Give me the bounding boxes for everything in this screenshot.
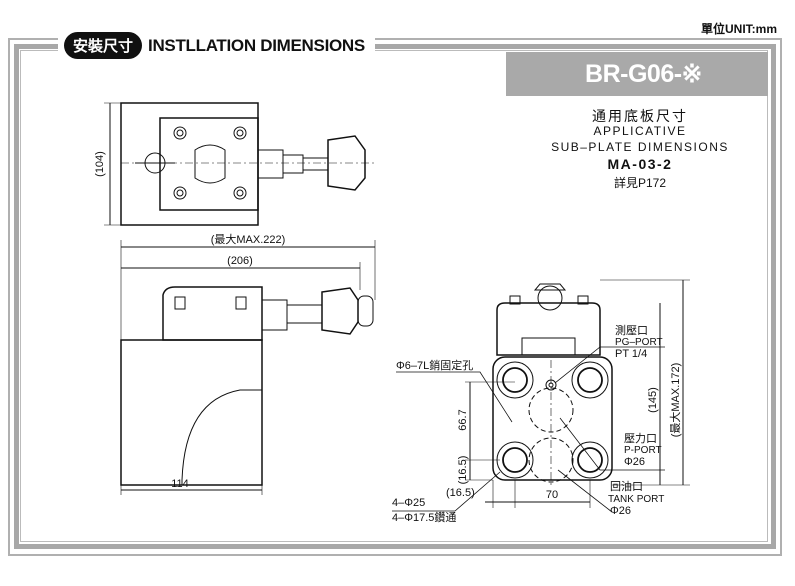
dim-hole-pitch-v: 66.7 [457,409,469,430]
dim-edge-h: (16.5) [446,487,475,499]
dim-length: (206) [227,255,253,267]
frame-inner [14,44,776,549]
subplate-model: MA-03-2 [607,156,673,172]
unit-label: 單位UNIT:mm [700,22,777,36]
frame-inner-line [20,50,768,542]
title-en: INSTLLATION DIMENSIONS [148,35,365,55]
subplate-line1: APPLICATIVE [593,124,687,138]
callout-t-en: TANK PORT [608,494,664,505]
dim-top-height: (104) [94,151,106,177]
dim-base-width: 114 [171,478,189,490]
callout-pg-cn: 測壓口 [615,323,648,337]
callout-p-en: P-PORT [624,445,662,456]
subplate-title-cn: 通用底板尺寸 [592,108,688,124]
front-view: (145) (最大MAX.172) 66.7 (16.5) 70 (16.5) … [392,279,690,524]
dim-edge-v: (16.5) [457,456,469,485]
callout-bolt-hole-2: 4–Φ17.5鑽通 [392,510,456,524]
callout-t-size: Φ26 [610,505,631,517]
model-box: BR-G06-※ [506,52,768,96]
callout-pg-size: PT 1/4 [615,348,647,360]
top-view: (104) [94,102,375,226]
dim-max-length: (最大MAX.222) [211,232,286,246]
section-title: 安裝尺寸 INSTLLATION DIMENSIONS [58,32,375,59]
subplate-line2: SUB–PLATE DIMENSIONS [551,140,729,154]
callout-bolt-hole-1: 4–Φ25 [392,497,425,509]
dim-height: (145) [647,387,659,413]
subplate-ref: 詳見P172 [613,176,667,190]
side-view: (最大MAX.222) (206) 114 [120,232,376,495]
callout-p-size: Φ26 [624,456,645,468]
callout-p-cn: 壓力口 [624,432,657,445]
callout-t-cn: 回油口 [610,479,643,493]
dim-max-height: (最大MAX.172) [668,363,682,438]
callout-pin-hole: Φ6–7L銷固定孔 [396,358,473,372]
frame-outer [8,38,782,556]
title-cn-badge: 安裝尺寸 [64,32,143,59]
dim-hole-pitch-h: 70 [546,489,558,501]
callout-pg-en: PG–PORT [615,337,663,348]
